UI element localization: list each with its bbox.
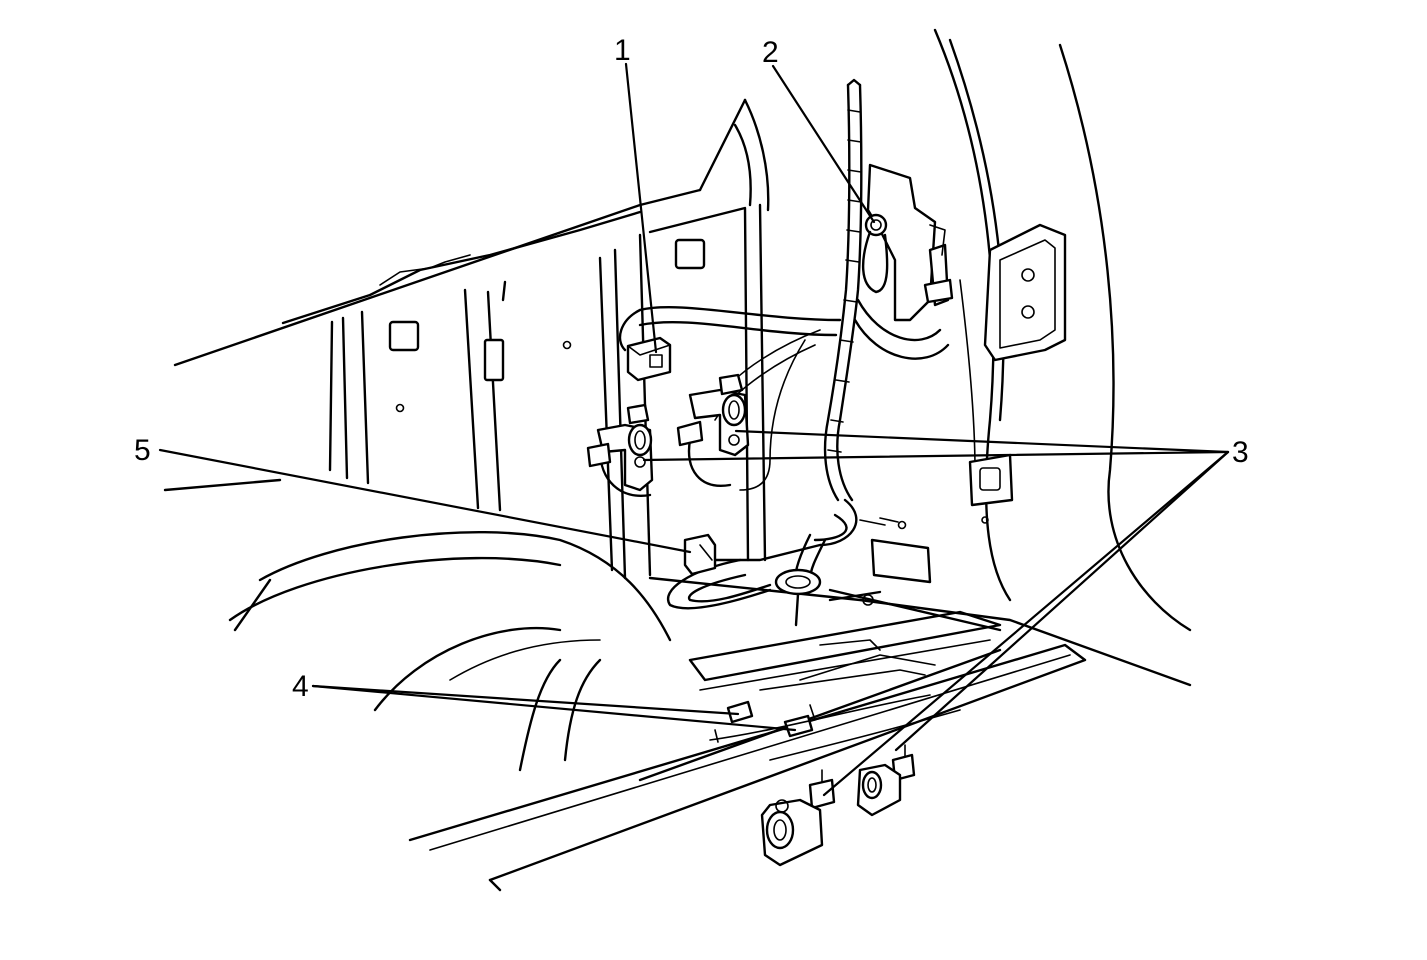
retainer-clip-5 [683, 533, 717, 576]
vehicle-body-structure [163, 28, 1192, 892]
leader-3c [822, 450, 1230, 797]
callout-2: 2 [762, 36, 779, 69]
callout-leaders [158, 62, 1230, 797]
lamp-socket-lower [586, 403, 654, 492]
wiring-harness [598, 78, 950, 627]
callout-4: 4 [292, 670, 309, 703]
callout-5: 5 [134, 434, 151, 467]
leader-2 [771, 64, 876, 224]
callout-3: 3 [1232, 436, 1249, 469]
leader-4b [311, 684, 797, 732]
lamp-socket-loose-left [760, 769, 836, 867]
leader-3b [642, 450, 1230, 462]
ground-bolt-2 [861, 163, 954, 322]
leader-3a [734, 429, 1230, 454]
harness-clips-4 [709, 639, 961, 761]
callout-labels: 1 2 3 4 5 [134, 34, 1249, 703]
leader-4a [311, 684, 740, 716]
connector-1 [626, 336, 672, 382]
lamp-socket-loose-right [856, 744, 916, 817]
leader-1 [624, 62, 658, 354]
leader-3d [894, 450, 1230, 752]
leader-5 [158, 448, 692, 554]
callout-1: 1 [614, 34, 631, 67]
lamp-socket-upper [676, 373, 750, 457]
